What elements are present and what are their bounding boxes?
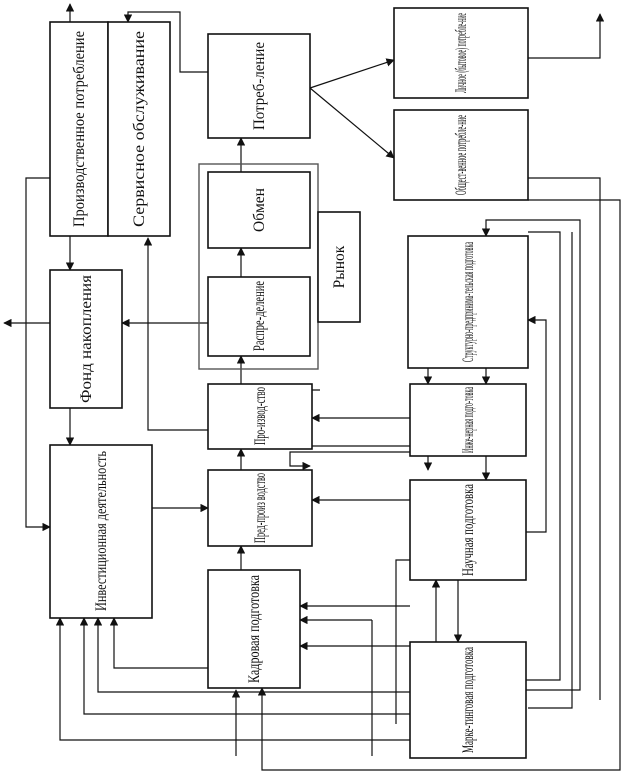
box-marketing	[409, 641, 527, 759]
label-exchange: Обмен	[251, 188, 268, 232]
box-preproduction	[207, 469, 313, 547]
label-market: Рынок	[331, 245, 348, 288]
box-distribution	[207, 276, 311, 357]
label-public: Общест-венное потребле-ние	[453, 115, 470, 195]
labels: Производственное потребление Сервисное о…	[71, 13, 477, 753]
label-production-consumption: Производственное потребление	[71, 31, 88, 227]
label-service: Сервисное обслуживание	[131, 31, 148, 227]
box-consumption	[207, 33, 311, 139]
box-service	[107, 21, 171, 237]
label-engineering: Инже-нерная подго-товка	[460, 387, 477, 453]
label-structural: Структурно-предпринима-тельская подготов…	[460, 242, 477, 362]
label-personal: Личное (бытовое) потребле-ние	[453, 13, 470, 93]
box-engineering	[409, 383, 527, 457]
box-personnel	[207, 569, 301, 689]
box-personal	[393, 7, 529, 99]
label-preproduction: Пред-произ водство	[252, 473, 269, 543]
box-exchange	[207, 171, 311, 249]
box-scientific	[409, 479, 527, 581]
box-investment	[49, 444, 153, 619]
box-structural	[407, 235, 529, 369]
label-accumulation: Фонд накопления	[78, 275, 95, 403]
label-investment: Инвестиционная деятельность	[93, 451, 110, 611]
label-consumption: Потреб-ление	[251, 42, 268, 130]
nodes	[49, 7, 529, 759]
label-marketing: Марке-тинговая подготовка	[460, 647, 477, 753]
box-public	[393, 109, 529, 201]
market-box	[317, 211, 361, 323]
label-distribution: Распре-деление	[251, 281, 268, 351]
box-production	[207, 383, 313, 450]
label-personnel: Кадровая подготовка	[246, 575, 263, 683]
label-scientific: Научная подготовка	[460, 484, 477, 576]
label-production: Про-извод-ство	[252, 387, 269, 445]
box-accumulation	[49, 269, 123, 409]
